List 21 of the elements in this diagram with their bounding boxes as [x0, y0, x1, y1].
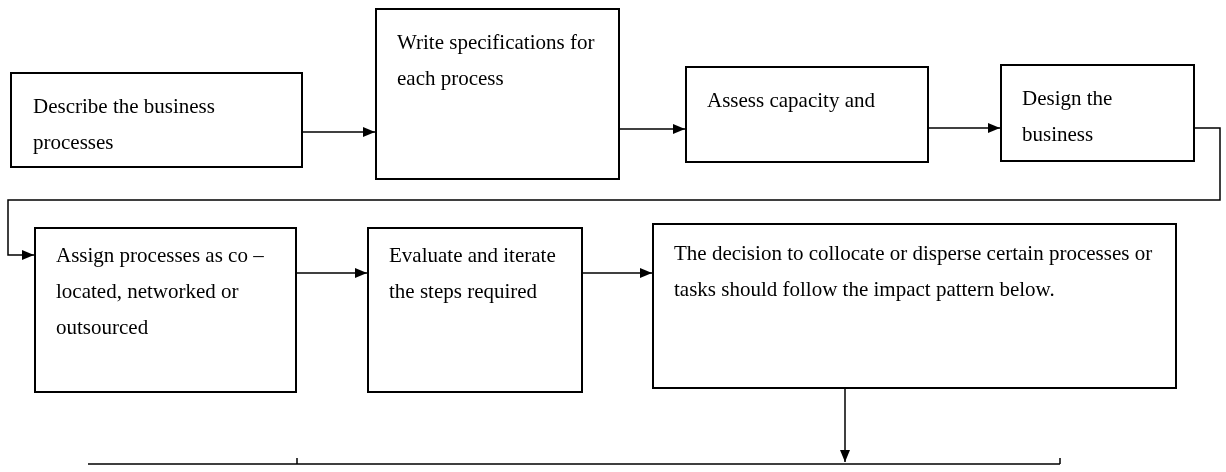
arrow — [582, 268, 653, 278]
process-box — [1000, 64, 1195, 162]
process-box — [34, 227, 297, 393]
box-text: Design the business — [1022, 85, 1114, 148]
arrow — [302, 127, 376, 137]
process-box — [367, 227, 583, 393]
box-text: Evaluate and iterate the steps required — [389, 242, 557, 305]
arrow — [619, 124, 686, 134]
process-box — [10, 72, 303, 168]
arrow — [296, 268, 368, 278]
process-box — [685, 66, 929, 163]
arrow — [7, 127, 1221, 260]
box-text: The decision to collocate or disperse certain processes or tasks should follow the impact pattern below. — [674, 240, 1154, 303]
arrow — [840, 388, 850, 463]
process-box — [375, 8, 620, 180]
arrow — [928, 123, 1001, 133]
box-text: Assess capacity and — [707, 87, 876, 114]
box-text: Write specifications for each process — [397, 29, 596, 92]
box-text: Assign processes as co – located, networked or outsourced — [56, 242, 265, 341]
box-text: Describe the business processes — [33, 93, 216, 156]
process-box — [652, 223, 1177, 389]
